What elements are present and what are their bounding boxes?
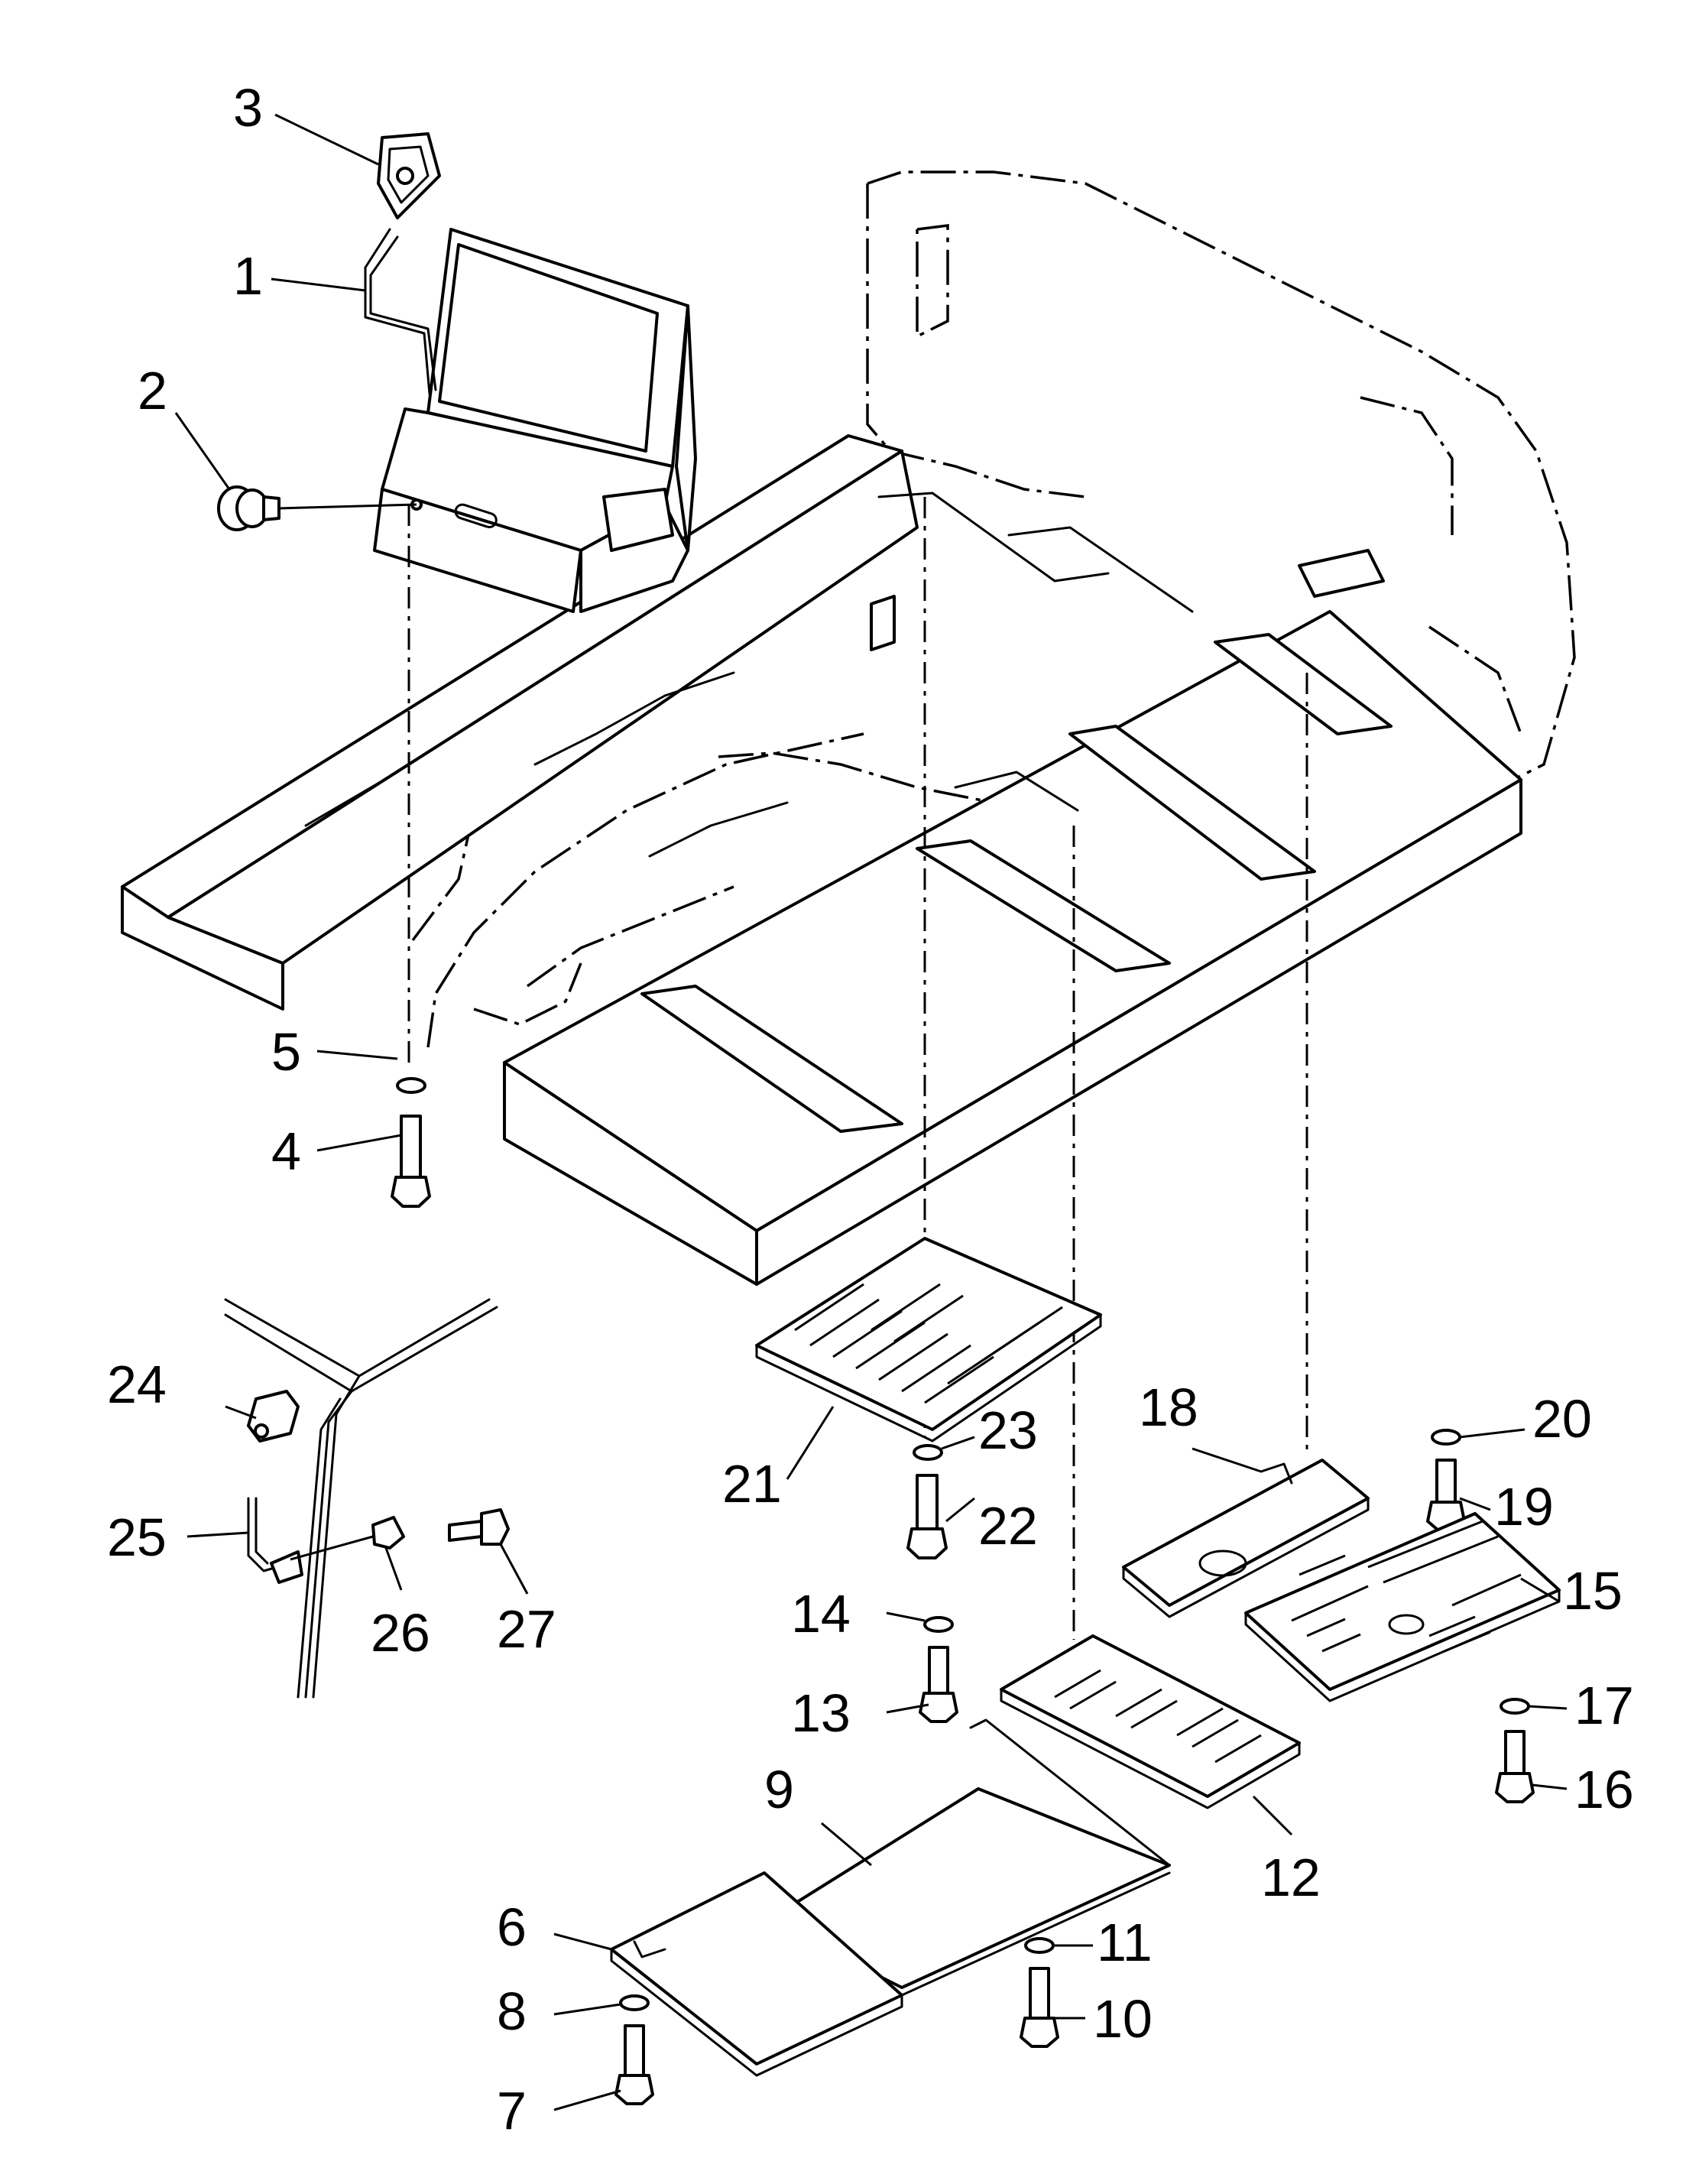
- plate-6: [610, 1871, 903, 2077]
- callout-6: 6: [497, 1897, 527, 1957]
- lamp: [217, 485, 280, 531]
- door-detail: [224, 1298, 510, 1699]
- callout-11: 11: [1097, 1913, 1153, 1972]
- bolt-group-19-20: [1426, 1429, 1466, 1532]
- callout-13: 13: [791, 1683, 851, 1743]
- handrail: [364, 228, 437, 395]
- cover-12-louvers: [1054, 1669, 1262, 1764]
- bolt-group-4-5: [391, 1077, 431, 1208]
- cover-15: [1244, 1512, 1561, 1702]
- plate-18: [1122, 1459, 1370, 1618]
- callout-1: 1: [233, 246, 263, 306]
- callout-24: 24: [107, 1355, 167, 1414]
- callout-7: 7: [497, 2081, 527, 2140]
- callout-5: 5: [271, 1022, 301, 1082]
- cover-15-louvers: [1291, 1520, 1522, 1653]
- callout-17: 17: [1574, 1676, 1634, 1735]
- callout-20: 20: [1532, 1389, 1592, 1449]
- bolt-group-22-23: [906, 1444, 948, 1559]
- callout-15: 15: [1563, 1561, 1623, 1621]
- bolt-group-10-11: [1020, 1937, 1059, 2048]
- cover-12: [1000, 1634, 1301, 1809]
- callout-18: 18: [1139, 1378, 1198, 1437]
- callout-16: 16: [1574, 1760, 1634, 1819]
- callout-3: 3: [233, 78, 263, 138]
- bolt-group-16-17: [1495, 1698, 1535, 1803]
- callout-27: 27: [497, 1599, 556, 1659]
- mirror: [377, 132, 441, 219]
- callout-labels: 3 1 2 5 4 24 25 26 27 21 23 22 18 20 19 …: [107, 78, 1634, 2140]
- callout-9: 9: [764, 1760, 794, 1819]
- cover-21: [755, 1237, 1102, 1442]
- cab-console: [373, 228, 697, 613]
- callout-25: 25: [107, 1507, 167, 1567]
- floor-frame: [121, 434, 1522, 1286]
- callout-10: 10: [1093, 1989, 1153, 2049]
- callout-12: 12: [1261, 1848, 1321, 1907]
- callout-4: 4: [271, 1121, 301, 1181]
- cover-21-louvers: [794, 1283, 1063, 1404]
- callout-14: 14: [791, 1584, 851, 1644]
- callout-19: 19: [1494, 1477, 1554, 1537]
- callout-23: 23: [978, 1400, 1038, 1460]
- callout-2: 2: [138, 361, 167, 420]
- callout-22: 22: [978, 1496, 1038, 1556]
- callout-26: 26: [371, 1603, 430, 1663]
- callout-8: 8: [497, 1981, 527, 2041]
- callout-21: 21: [722, 1454, 782, 1514]
- bolt-group-13-14: [919, 1616, 958, 1723]
- bolt-group-7-8: [614, 1994, 654, 2105]
- leader-lines: [174, 113, 1568, 2111]
